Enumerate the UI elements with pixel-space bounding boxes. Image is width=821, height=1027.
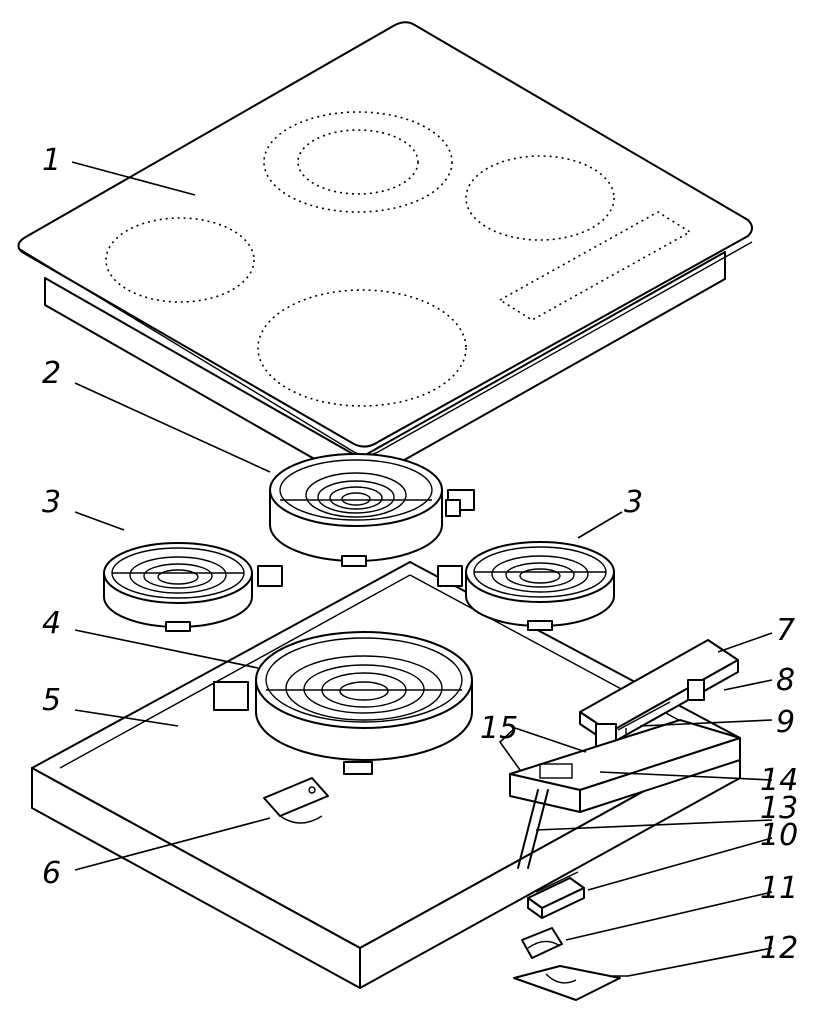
callout-10: 10 bbox=[760, 818, 798, 853]
leader-lines bbox=[71, 161, 773, 977]
callout-15: 15 bbox=[480, 711, 518, 746]
callout-3-left: 3 bbox=[42, 485, 61, 520]
clip-part bbox=[263, 777, 329, 824]
control-board bbox=[579, 639, 739, 747]
heating-element-left bbox=[103, 542, 283, 632]
cover-plate bbox=[513, 965, 621, 1001]
callout-5: 5 bbox=[42, 683, 61, 718]
callout-12: 12 bbox=[760, 931, 798, 966]
callout-7: 7 bbox=[776, 613, 795, 648]
callout-9: 9 bbox=[776, 705, 795, 740]
heating-element-top bbox=[269, 453, 475, 567]
callout-14: 14 bbox=[760, 763, 798, 798]
callout-13: 13 bbox=[760, 791, 798, 826]
callout-3-right: 3 bbox=[624, 485, 643, 520]
terminal-connector bbox=[527, 871, 585, 919]
heating-element-right bbox=[437, 541, 615, 631]
callout-2: 2 bbox=[42, 356, 61, 391]
glass-cooktop bbox=[17, 21, 753, 486]
callout-4: 4 bbox=[42, 606, 61, 641]
heating-element-large bbox=[213, 631, 473, 775]
callout-8: 8 bbox=[776, 663, 795, 698]
cable-clamp bbox=[521, 927, 563, 959]
callout-11: 11 bbox=[760, 871, 798, 906]
callout-labels: 1 2 3 3 4 5 6 7 8 9 10 11 12 13 14 15 bbox=[42, 143, 798, 966]
callout-1: 1 bbox=[42, 143, 61, 178]
callout-6: 6 bbox=[42, 856, 61, 891]
